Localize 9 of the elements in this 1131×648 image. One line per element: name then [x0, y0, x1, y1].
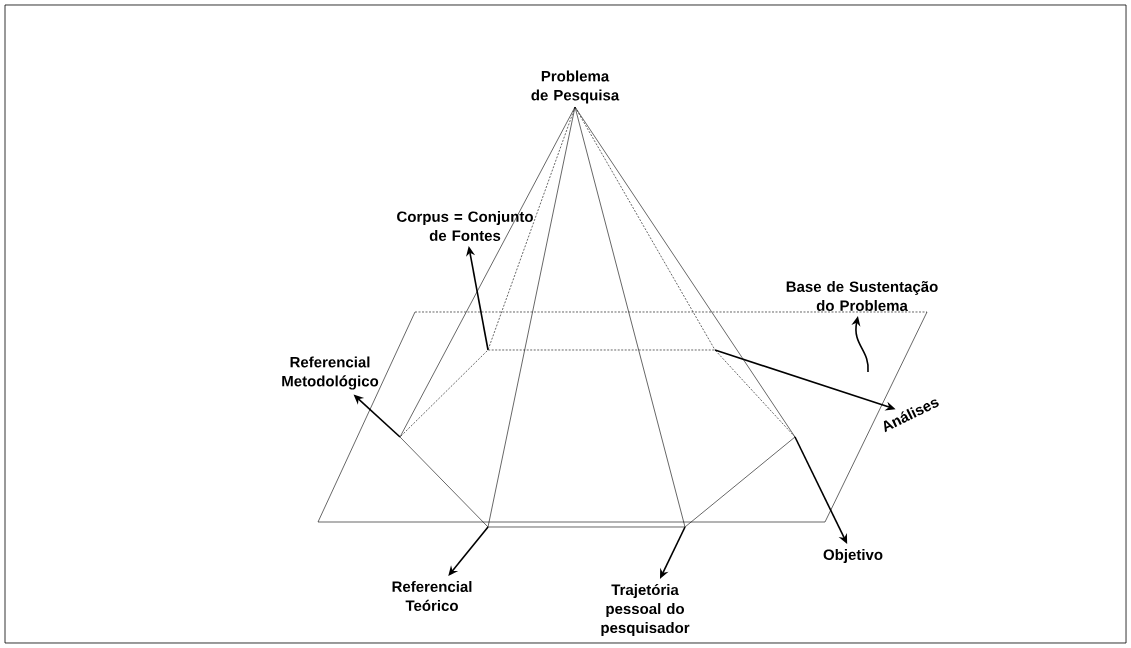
- text-label: Referencial Teórico: [392, 581, 472, 611]
- text-label: Objetivo: [823, 549, 883, 563]
- text-label: Corpus = Conjunto de Fontes: [397, 211, 533, 241]
- text-label: Referencial Metodológico: [282, 356, 379, 390]
- apex-label: Problema de Pesquisa: [531, 70, 620, 104]
- text-label: Base de Sustentação do Problema: [786, 281, 938, 311]
- text-label: Trajetória pessoal do pesquisador: [601, 583, 690, 637]
- arrow: [794, 436, 848, 544]
- arrow: [448, 526, 489, 576]
